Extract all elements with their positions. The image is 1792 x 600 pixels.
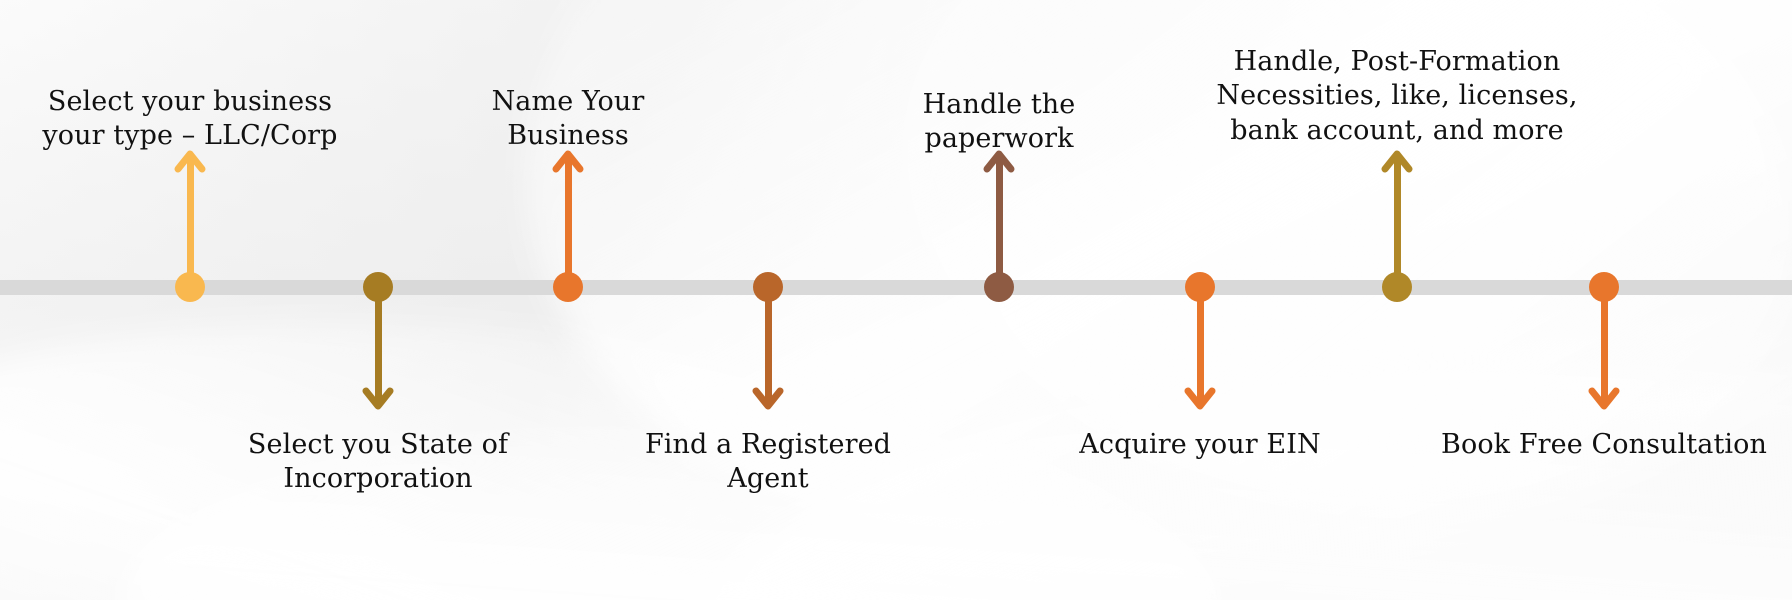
connector-stem	[186, 154, 194, 287]
timeline-step-label-2: Select you State of Incorporation	[247, 429, 509, 495]
timeline-node-dot-1[interactable]	[175, 272, 205, 302]
timeline-node-dot-5[interactable]	[984, 272, 1014, 302]
timeline-node-dot-2[interactable]	[363, 272, 393, 302]
timeline-node-dot-4[interactable]	[753, 272, 783, 302]
timeline-node-dot-6[interactable]	[1185, 272, 1215, 302]
arrow-down-icon	[1184, 387, 1216, 410]
arrow-down-icon	[752, 387, 784, 410]
arrow-up-icon	[1381, 150, 1413, 173]
timeline-step-label-4: Find a Registered Agent	[644, 429, 892, 495]
timeline-axis	[0, 279, 1792, 295]
timeline-step-label-5: Handle the paperwork	[922, 89, 1076, 155]
timeline-step-label-7: Handle, Post-Formation Necessities, like…	[1216, 46, 1578, 146]
timeline-node-dot-3[interactable]	[553, 272, 583, 302]
timeline-step-label-1: Select your business your type – LLC/Cor…	[42, 86, 338, 152]
timeline-step-label-3: Name Your Business	[491, 86, 645, 152]
timeline-step-label-6: Acquire your EIN	[1079, 429, 1321, 460]
arrow-down-icon	[362, 387, 394, 410]
timeline-node-dot-8[interactable]	[1589, 272, 1619, 302]
arrow-up-icon	[552, 150, 584, 173]
timeline-step-label-8: Book Free Consultation	[1441, 429, 1767, 460]
arrow-down-icon	[1588, 387, 1620, 410]
arrow-up-icon	[174, 150, 206, 173]
timeline-node-dot-7[interactable]	[1382, 272, 1412, 302]
